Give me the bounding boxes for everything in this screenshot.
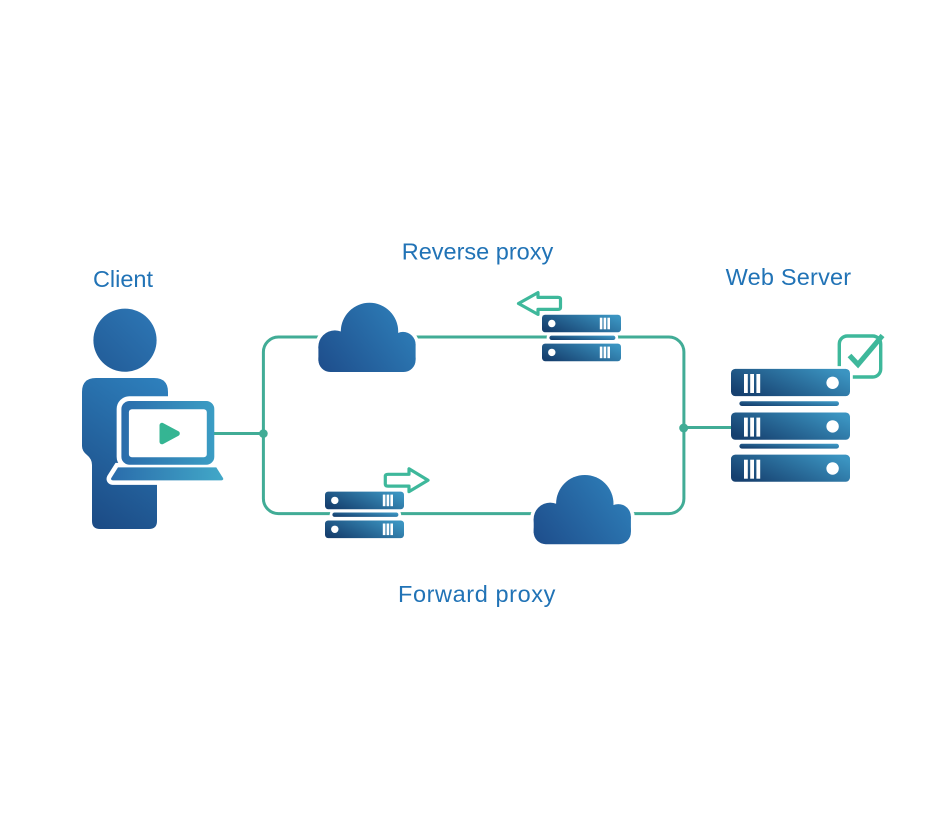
- svg-text:Web Server: Web Server: [726, 264, 852, 290]
- svg-text:Client: Client: [93, 266, 154, 292]
- svg-text:Reverse proxy: Reverse proxy: [402, 239, 554, 265]
- svg-text:Forward proxy: Forward proxy: [398, 581, 556, 607]
